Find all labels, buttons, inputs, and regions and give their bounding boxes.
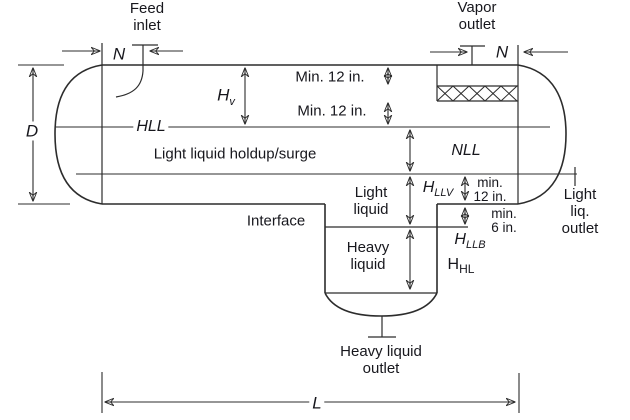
- min-6-right-label: min. 6 in.: [491, 205, 517, 235]
- vessel-left-head: [54, 64, 103, 205]
- feed-inlet-label: Feed inlet: [129, 0, 165, 34]
- vessel-right-head: [517, 64, 567, 205]
- hll-label: HLL: [133, 118, 169, 136]
- min-12-right-label: min. 12 in.: [473, 174, 507, 204]
- vapor-outlet-label: Vapor outlet: [457, 0, 497, 33]
- hllb-label: HLLB: [454, 231, 486, 252]
- min-12-top-label: Min. 12 in.: [295, 68, 365, 86]
- diameter-label: D: [22, 121, 42, 141]
- heavy-liquid-outlet-label: Heavy liquid outlet: [340, 343, 422, 377]
- vapor-nozzle-size-label: N: [495, 42, 509, 62]
- holdup-surge-label: Light liquid holdup/surge: [153, 145, 317, 163]
- light-liquid-outlet-label: Light liq. outlet: [561, 185, 599, 237]
- boot-bottom-head: [324, 292, 438, 317]
- nll-label: NLL: [451, 142, 481, 160]
- light-liquid-label: Light liquid: [353, 184, 389, 218]
- feed-nozzle-size-label: N: [112, 44, 126, 64]
- hllv-label: HLLV: [422, 179, 454, 200]
- interface-label: Interface: [246, 212, 306, 230]
- demister-crosshatch: [436, 85, 518, 102]
- heavy-liquid-label: Heavy liquid: [346, 239, 390, 273]
- feed-inlet-deflector: [115, 70, 144, 98]
- hhl-label: HHL: [447, 256, 475, 277]
- vapor-space-height-label: Hv: [217, 85, 235, 108]
- min-12-mid-label: Min. 12 in.: [297, 102, 367, 120]
- length-label: L: [309, 393, 325, 413]
